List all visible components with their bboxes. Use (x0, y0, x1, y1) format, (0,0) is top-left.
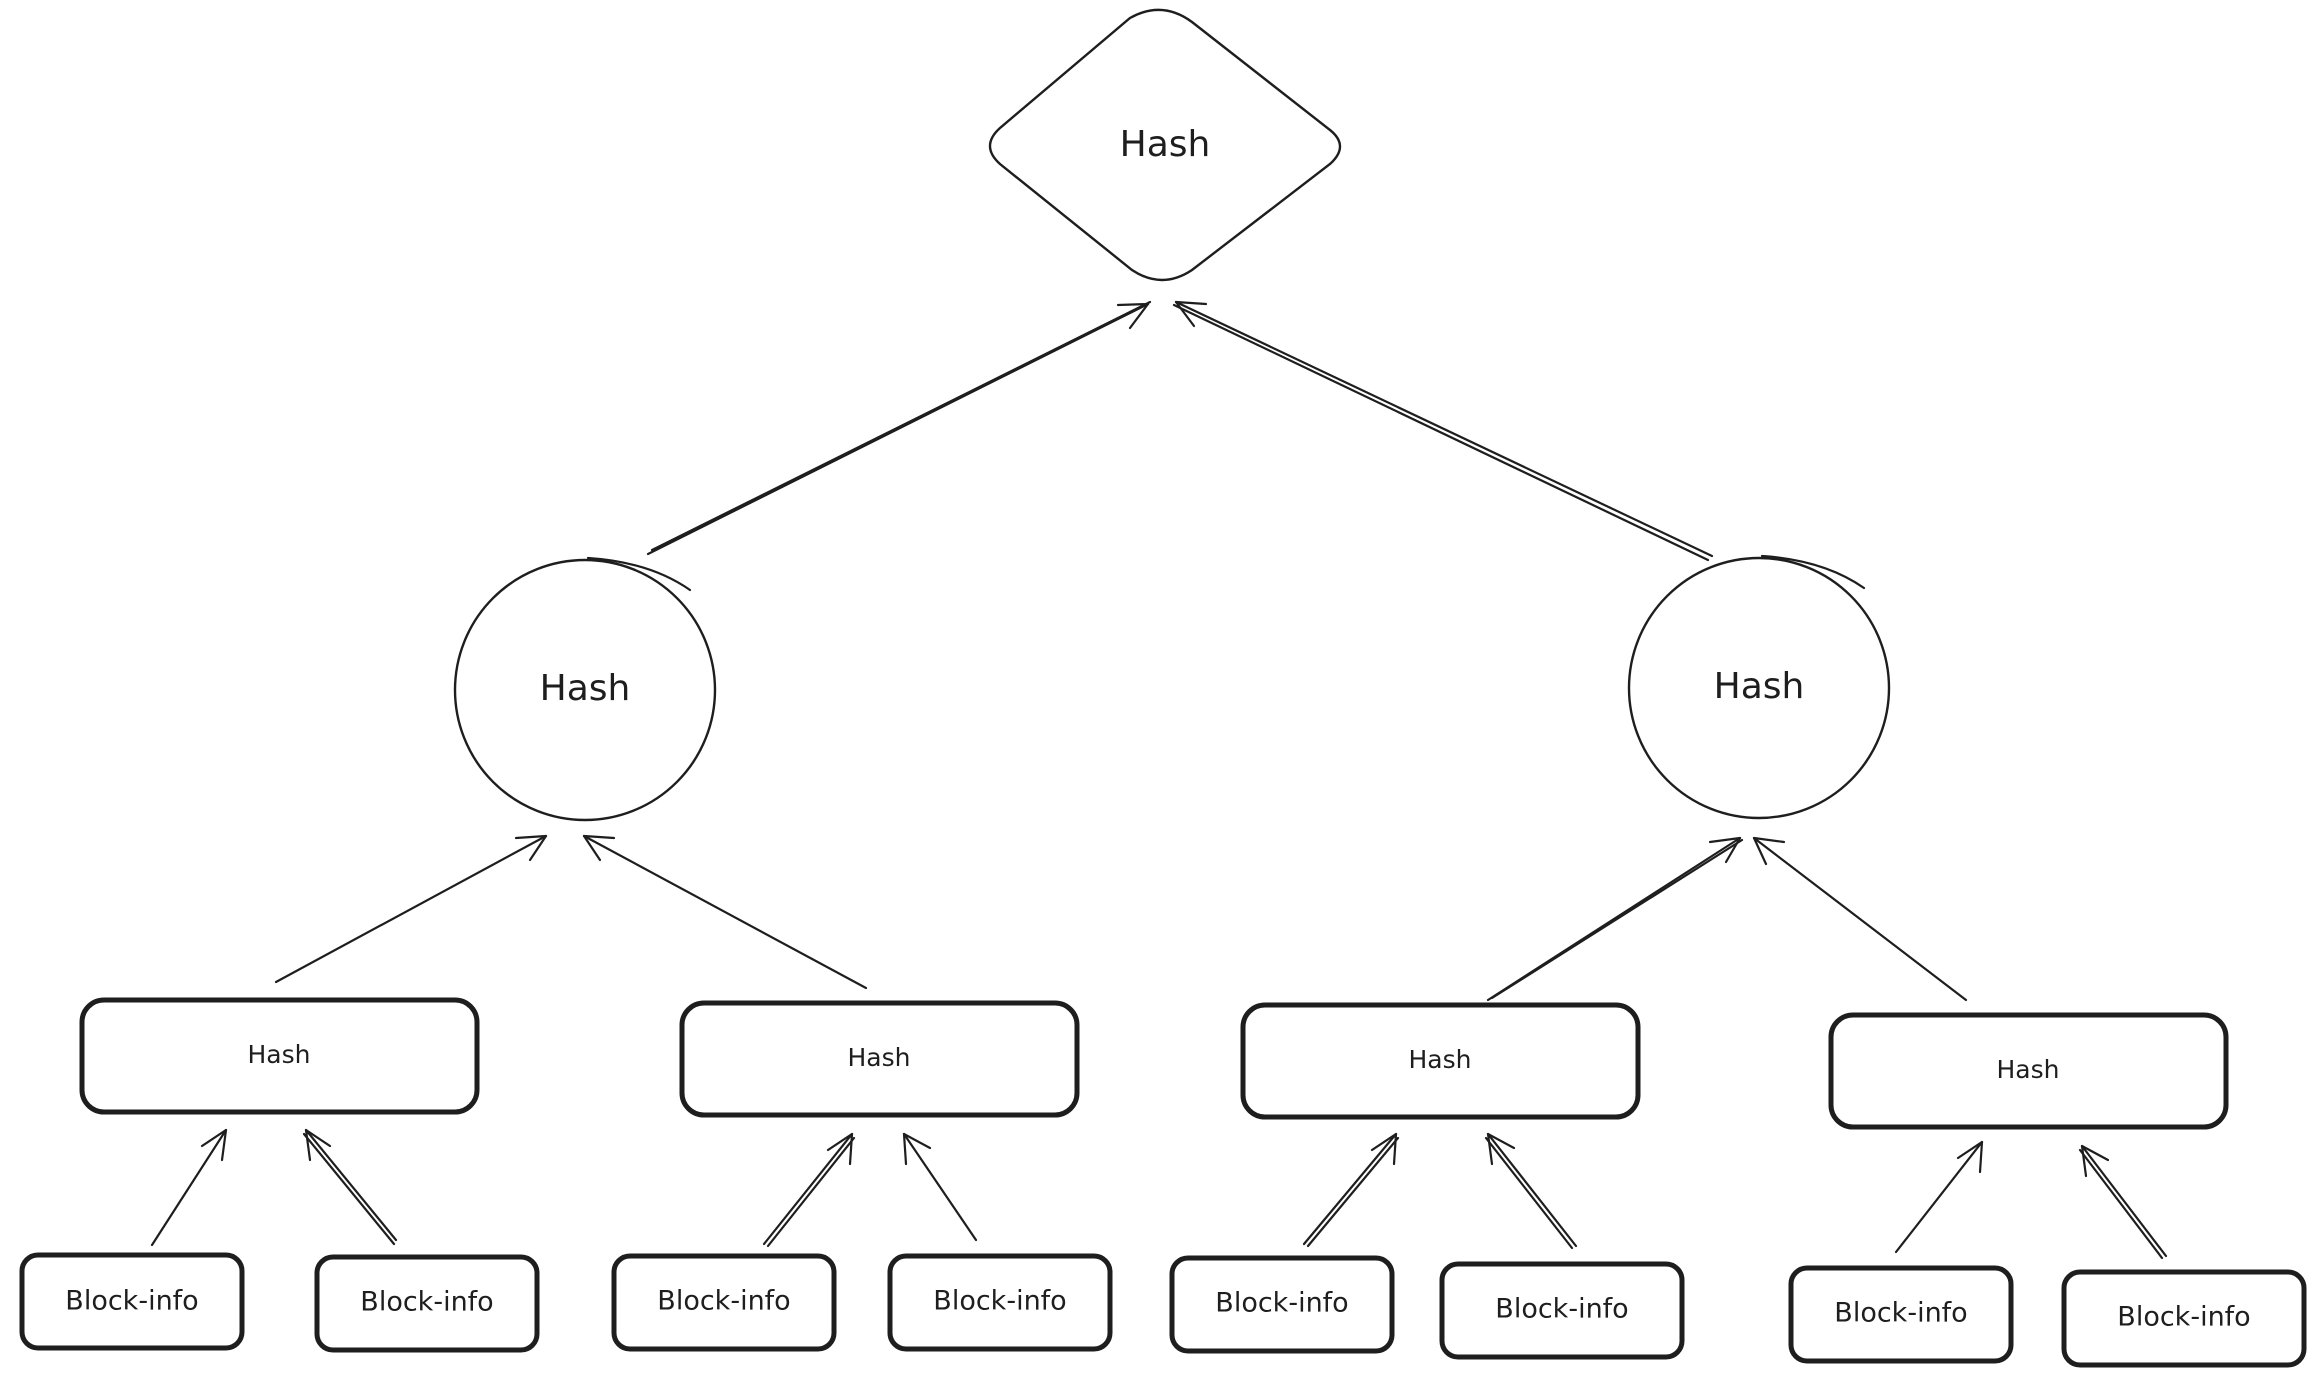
arrow-leaf5-to-hash3 (1302, 1132, 1400, 1248)
level2-hash-label-3: Hash (1409, 1045, 1472, 1074)
leaf-node-1: Block-info (19, 1252, 245, 1351)
arrow-level1-right-to-root (1172, 300, 1714, 562)
arrow-leaf6-to-hash3 (1484, 1132, 1578, 1250)
arrow-level1-left-to-root (646, 300, 1152, 556)
leaf-rect-4 (887, 1253, 1113, 1352)
level1-hash-node-right: Hash (1627, 554, 1891, 820)
leaf-label-3: Block-info (657, 1286, 790, 1317)
right-circle-sketch-stroke (1760, 554, 1866, 590)
arrow-leaf3-to-hash2 (762, 1132, 856, 1248)
level2-rect-2 (679, 1000, 1080, 1118)
leaf-node-3: Block-info (611, 1253, 837, 1352)
leaf-node-4: Block-info (887, 1253, 1113, 1352)
level1-right-hash-label: Hash (1714, 666, 1805, 707)
level2-hash-node-1: Hash (79, 997, 480, 1115)
leaf-rect-8 (2061, 1269, 2307, 1368)
arrow-hash1-to-left-circle (274, 834, 548, 984)
level2-rect-3 (1240, 1002, 1641, 1120)
arrow-leaf4-to-hash2 (902, 1132, 978, 1242)
leaf-node-7: Block-info (1788, 1265, 2014, 1364)
root-hash-node: Hash (988, 8, 1342, 282)
leaf-label-7: Block-info (1834, 1298, 1967, 1329)
arrow-hash4-to-right-circle (1752, 836, 1968, 1002)
left-circle-shape (453, 558, 717, 822)
arrow-leaf8-to-hash4 (2078, 1144, 2168, 1260)
level1-left-hash-label: Hash (540, 668, 631, 709)
leaf-label-4: Block-info (933, 1286, 1066, 1317)
level2-hash-node-4: Hash (1828, 1012, 2229, 1130)
left-circle-sketch-stroke (586, 556, 692, 592)
level2-hash-label-4: Hash (1997, 1055, 2060, 1084)
leaf-label-2: Block-info (360, 1287, 493, 1318)
level2-hash-label-1: Hash (248, 1040, 311, 1069)
leaf-node-6: Block-info (1439, 1261, 1685, 1360)
arrow-leaf7-to-hash4 (1894, 1140, 1984, 1254)
leaf-node-5: Block-info (1169, 1255, 1395, 1354)
level2-hash-node-2: Hash (679, 1000, 1080, 1118)
leaf-rect-5 (1169, 1255, 1395, 1354)
leaf-node-2: Block-info (314, 1254, 540, 1353)
level2-hash-node-3: Hash (1240, 1002, 1641, 1120)
leaf-label-8: Block-info (2117, 1302, 2250, 1333)
root-diamond-shape (988, 8, 1342, 282)
leaf-node-8: Block-info (2061, 1269, 2307, 1368)
level2-rect-4 (1828, 1012, 2229, 1130)
leaf-rect-1 (19, 1252, 245, 1351)
root-hash-label: Hash (1120, 124, 1211, 165)
arrow-leaf2-to-hash1 (302, 1128, 398, 1246)
leaf-label-1: Block-info (65, 1286, 198, 1317)
level2-rect-1 (79, 997, 480, 1115)
arrow-hash2-to-left-circle (582, 834, 868, 990)
leaf-rect-2 (314, 1254, 540, 1353)
leaf-rect-7 (1788, 1265, 2014, 1364)
level1-hash-node-left: Hash (453, 556, 717, 822)
arrow-hash3-to-right-circle (1486, 836, 1744, 1002)
leaf-rect-3 (611, 1253, 837, 1352)
leaf-label-6: Block-info (1495, 1294, 1628, 1325)
leaf-rect-6 (1439, 1261, 1685, 1360)
arrow-leaf1-to-hash1 (150, 1128, 228, 1247)
level2-hash-label-2: Hash (848, 1043, 911, 1072)
leaf-label-5: Block-info (1215, 1288, 1348, 1319)
right-circle-shape (1627, 556, 1891, 820)
